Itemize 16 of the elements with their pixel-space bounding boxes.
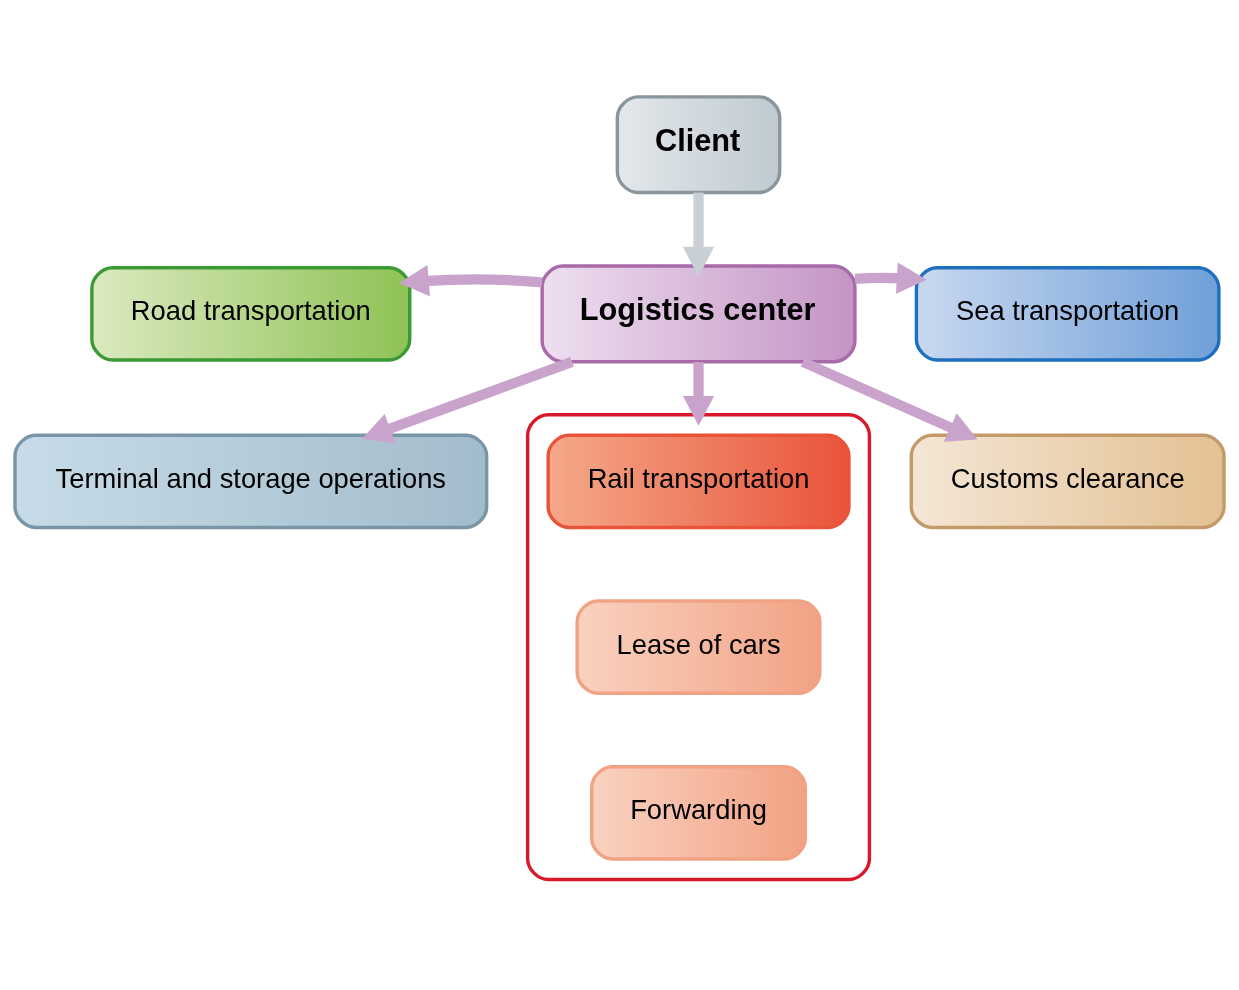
node-box: Logistics center [540,264,857,364]
cluster [525,412,872,882]
arrow [682,192,715,277]
arrow [682,362,715,426]
node-box: Customs clearance [909,433,1226,530]
arrow [854,262,927,294]
node-box: Sea transportation [914,266,1221,362]
arrow [362,357,574,444]
node-box: Forwarding [590,765,808,861]
node-box: Road transportation [90,266,412,362]
arrow [800,357,978,442]
node-box: Client [615,95,782,195]
arrow [398,265,543,297]
node-box: Rail transportation [546,433,851,530]
node-box: Terminal and storage operations [13,433,489,530]
node-box: Lease of cars [575,599,822,695]
